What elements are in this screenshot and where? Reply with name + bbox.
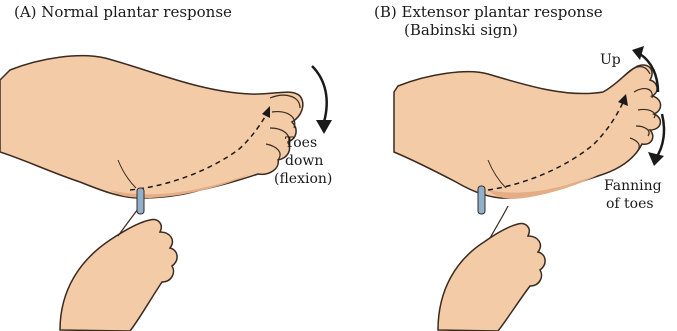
examiner-hand-a [60, 220, 177, 331]
flexion-arrow [312, 66, 327, 122]
panel-normal-plantar-response: (A) Normal plantar response Toes down (f… [0, 0, 338, 331]
toes-down-label-line3: (flexion) [274, 171, 332, 188]
toes-down-label-line1: Toes [285, 135, 317, 152]
reflex-hammer-tip-b [478, 186, 485, 214]
examiner-hand-b [438, 224, 545, 331]
panel-extensor-plantar-response: (B) Extensor plantar response (Babinski … [338, 0, 677, 331]
babinski-foot-illustration [338, 0, 677, 331]
foot-a [0, 56, 303, 198]
fanning-label-line2: of toes [606, 196, 654, 213]
fanning-label-line1: Fanning [604, 178, 662, 195]
up-label: Up [600, 52, 621, 69]
toes-down-label-line2: down [285, 153, 323, 170]
reflex-hammer-tip-a [137, 188, 144, 214]
